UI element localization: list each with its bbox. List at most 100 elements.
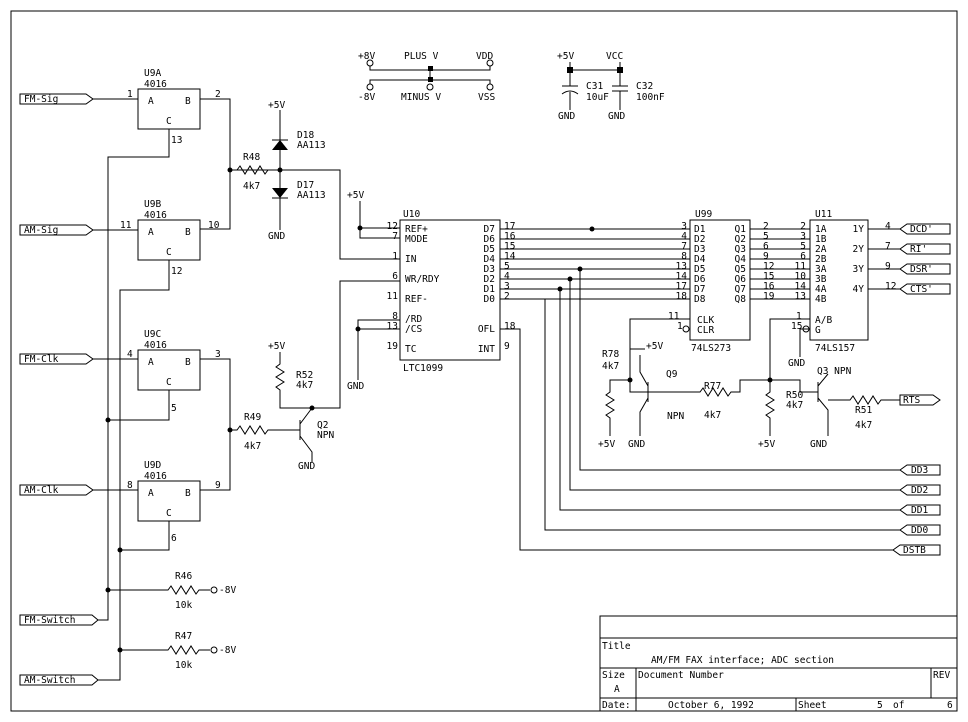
u99-pin-q3: Q3 bbox=[735, 244, 746, 255]
u99-pin-num: 4 bbox=[681, 231, 687, 242]
r51-resistor: R51 4k7 bbox=[828, 395, 900, 431]
q9-ref: Q9 bbox=[666, 369, 678, 380]
port-am-switch[interactable]: AM-Switch bbox=[19, 674, 99, 686]
r78-val: 4k7 bbox=[602, 361, 619, 372]
u11-pin-1y: 1Y bbox=[853, 224, 865, 235]
title-label: Title bbox=[602, 641, 631, 652]
port-fm-clk[interactable]: FM-Clk bbox=[19, 353, 94, 365]
u9c-pin-b: B bbox=[185, 357, 191, 368]
u99-pin-q5: Q5 bbox=[735, 264, 746, 275]
u9a-part: 4016 bbox=[144, 79, 167, 90]
port-am-clk[interactable]: AM-Clk bbox=[19, 484, 94, 496]
u9b-ref: U9B bbox=[144, 199, 161, 210]
c31-val: 10uF bbox=[586, 92, 609, 103]
size-value: A bbox=[614, 684, 620, 695]
sheet-border bbox=[10, 10, 958, 712]
u10-pin-wrrdy: WR/RDY bbox=[405, 274, 440, 285]
port-am-sig[interactable]: AM-Sig bbox=[19, 224, 94, 236]
port-dd0[interactable]: DD0 bbox=[899, 524, 941, 536]
port-dsr[interactable]: DSR' bbox=[899, 263, 951, 275]
r52-resistor: +5V R52 4k7 bbox=[268, 341, 313, 409]
u10-pin-num: 8 bbox=[392, 311, 398, 322]
u99-pin-q4: Q4 bbox=[735, 254, 747, 265]
q2-gnd: GND bbox=[298, 461, 315, 472]
u11-pin-num: 13 bbox=[795, 291, 806, 302]
r77-ref: R77 bbox=[704, 381, 721, 392]
u9a-pin13: 13 bbox=[171, 135, 182, 146]
u11-pin-num: 10 bbox=[795, 271, 807, 282]
u99-pin-num: 17 bbox=[676, 281, 687, 292]
u11-ab-num: 1 bbox=[796, 311, 802, 322]
u10-pin-num: 3 bbox=[504, 281, 510, 292]
u9c-part: 4016 bbox=[144, 340, 167, 351]
u10-pin-num: 4 bbox=[504, 271, 510, 282]
u99-pin-q8: Q8 bbox=[735, 294, 747, 305]
u10-pin-int: INT bbox=[478, 344, 495, 355]
u99-pin-num: 19 bbox=[763, 291, 775, 302]
u10-pin-num: 2 bbox=[504, 291, 510, 302]
port-dd3[interactable]: DD3 bbox=[899, 464, 941, 476]
u99-pin-d5: D5 bbox=[694, 264, 705, 275]
u10-pin-num: 18 bbox=[504, 321, 516, 332]
u9a-switch: U9A 4016 A B C 1 2 13 bbox=[127, 68, 221, 146]
u9b-switch: U9B 4016 A B C 11 10 12 bbox=[120, 199, 220, 277]
u9b-pin-b: B bbox=[185, 227, 191, 238]
u11-pin-3b: 3B bbox=[815, 274, 827, 285]
port-dstb[interactable]: DSTB bbox=[892, 544, 941, 556]
title-text: AM/FM FAX interface; ADC section bbox=[651, 655, 834, 666]
u11-gnd: GND bbox=[788, 358, 805, 369]
u9c-ref: U9C bbox=[144, 329, 161, 340]
u10-pin-rd: /RD bbox=[405, 314, 422, 325]
u99-pin-d4: D4 bbox=[694, 254, 706, 265]
port-dd1-label: DD1 bbox=[911, 505, 928, 516]
u10-part: LTC1099 bbox=[403, 363, 443, 374]
u9d-pin-c: C bbox=[166, 508, 172, 519]
port-dcd-label: DCD' bbox=[910, 224, 933, 235]
rev-label: REV bbox=[933, 670, 950, 681]
u99-pin-d3: D3 bbox=[694, 244, 705, 255]
u99-pin-num: 14 bbox=[676, 271, 688, 282]
port-dcd[interactable]: DCD' bbox=[899, 223, 951, 235]
u11-g-num: 15 bbox=[791, 321, 802, 332]
port-cts[interactable]: CTS' bbox=[899, 283, 951, 295]
r77-val: 4k7 bbox=[704, 410, 721, 421]
c31-gnd: GND bbox=[558, 111, 575, 122]
port-fm-sig[interactable]: FM-Sig bbox=[19, 93, 94, 105]
port-dstb-label: DSTB bbox=[903, 545, 926, 556]
u10-pin-num: 19 bbox=[387, 341, 399, 352]
u9b-part: 4016 bbox=[144, 210, 167, 221]
u9c-pin4: 4 bbox=[127, 349, 133, 360]
u9a-pin-b: B bbox=[185, 96, 191, 107]
r47-ref: R47 bbox=[175, 631, 192, 642]
u11-pin-num: 11 bbox=[795, 261, 807, 272]
u99-clk-num: 11 bbox=[668, 311, 680, 322]
port-dd1[interactable]: DD1 bbox=[899, 504, 941, 516]
r46-ref: R46 bbox=[175, 571, 192, 582]
u10-pin-num: 15 bbox=[504, 241, 515, 252]
u10-pin-d1: D1 bbox=[484, 284, 496, 295]
u10-pin-num: 5 bbox=[504, 261, 510, 272]
doc-number-label: Document Number bbox=[638, 670, 724, 681]
port-fm-switch[interactable]: FM-Switch bbox=[19, 614, 99, 626]
port-ri[interactable]: RI' bbox=[899, 243, 951, 255]
u10-pin-d2: D2 bbox=[484, 274, 495, 285]
port-rts[interactable]: RTS bbox=[899, 394, 941, 406]
rail-vss: VSS bbox=[478, 92, 495, 103]
u11-pin-1a: 1A bbox=[815, 224, 827, 235]
u10-pin-num: 9 bbox=[504, 341, 510, 352]
u9c-pin-c: C bbox=[166, 377, 172, 388]
r51-val: 4k7 bbox=[855, 420, 872, 431]
u11-g: G bbox=[815, 325, 821, 336]
r46-val: 10k bbox=[175, 600, 192, 611]
r48-resistor: R48 4k7 bbox=[236, 152, 280, 192]
port-dd2[interactable]: DD2 bbox=[899, 484, 941, 496]
r52-val: 4k7 bbox=[296, 380, 313, 391]
u99-pin-d8: D8 bbox=[694, 294, 706, 305]
u11-pin-num: 7 bbox=[885, 241, 891, 252]
u11-pin-num: 5 bbox=[800, 241, 806, 252]
r52-ref: R52 bbox=[296, 370, 313, 381]
sheet-num: 5 bbox=[877, 700, 883, 711]
title-block: Title AM/FM FAX interface; ADC section S… bbox=[599, 615, 958, 712]
u99-pin-num: 2 bbox=[763, 221, 769, 232]
u10-pin-mode: MODE bbox=[405, 234, 428, 245]
